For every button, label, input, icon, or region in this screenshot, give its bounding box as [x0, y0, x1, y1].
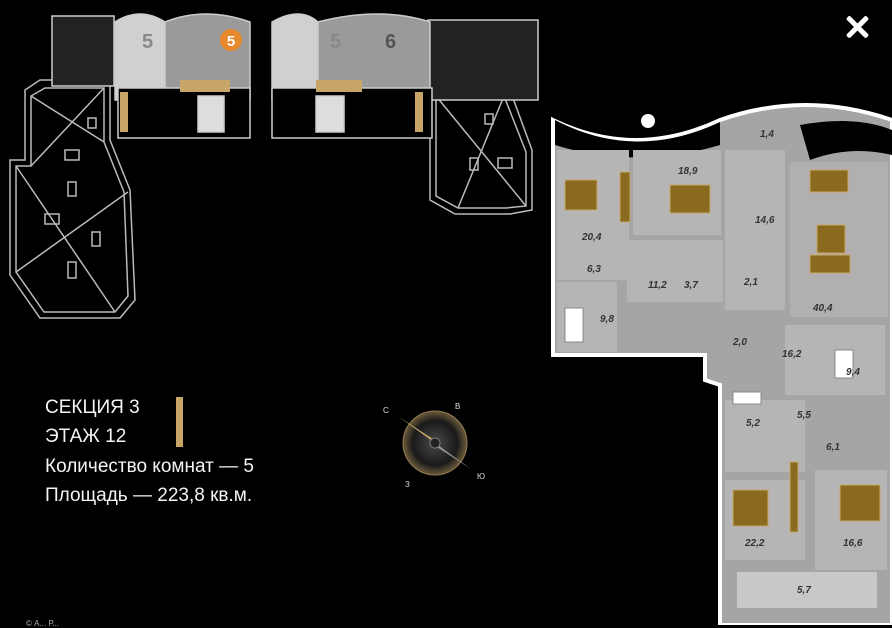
- section-title: СЕКЦИЯ 3: [45, 397, 140, 418]
- left-wing: [9, 79, 136, 319]
- furniture: [564, 169, 881, 533]
- area-value: Площадь — 223,8 кв.м.: [45, 485, 253, 506]
- room-area: 9,8: [600, 314, 614, 325]
- accent-bar: [176, 397, 183, 447]
- compass-east: В: [455, 402, 460, 411]
- footer-hint: © А... Р...: [26, 619, 59, 628]
- selected-apartment-marker: [220, 29, 242, 51]
- right-wing: [429, 89, 533, 215]
- room-area: 1,4: [760, 129, 774, 140]
- floor-title: ЭТАЖ 12: [45, 426, 127, 447]
- room-area: 2,1: [744, 277, 758, 288]
- rooms-count: Количество комнат — 5: [45, 456, 254, 477]
- selected-apartment-marker-label: 5: [227, 33, 235, 50]
- compass-south: Ю: [477, 472, 485, 481]
- section-label-3: 6: [385, 31, 396, 53]
- room-area: 6,1: [826, 442, 840, 453]
- room-area: 5,2: [746, 418, 760, 429]
- room-area: 16,6: [843, 538, 863, 549]
- room-area: 6,3: [587, 264, 601, 275]
- apartment-plan: [551, 103, 892, 625]
- floor-overview-map: 5 5 6 5: [9, 13, 539, 319]
- top-section: [51, 13, 539, 139]
- section-label-2: 5: [330, 31, 341, 53]
- compass-west: З: [405, 480, 410, 489]
- room-area: 9,4: [846, 367, 860, 378]
- room-area: 22,2: [745, 538, 765, 549]
- room-area: 2,0: [733, 337, 747, 348]
- section-label-1: 5: [142, 31, 153, 53]
- room-area: 3,7: [684, 280, 698, 291]
- close-button[interactable]: [838, 8, 876, 46]
- compass-north: С: [383, 406, 389, 415]
- compass-icon: С В Ю З: [383, 402, 485, 489]
- room-area: 5,7: [797, 585, 811, 596]
- room-area: 11,2: [648, 280, 667, 291]
- room-area: 5,5: [797, 410, 811, 421]
- room-area: 18,9: [678, 166, 698, 177]
- room-area: 40,4: [813, 303, 833, 314]
- room-area: 14,6: [755, 215, 775, 226]
- room-area: 20,4: [582, 232, 602, 243]
- room-area: 16,2: [782, 349, 802, 360]
